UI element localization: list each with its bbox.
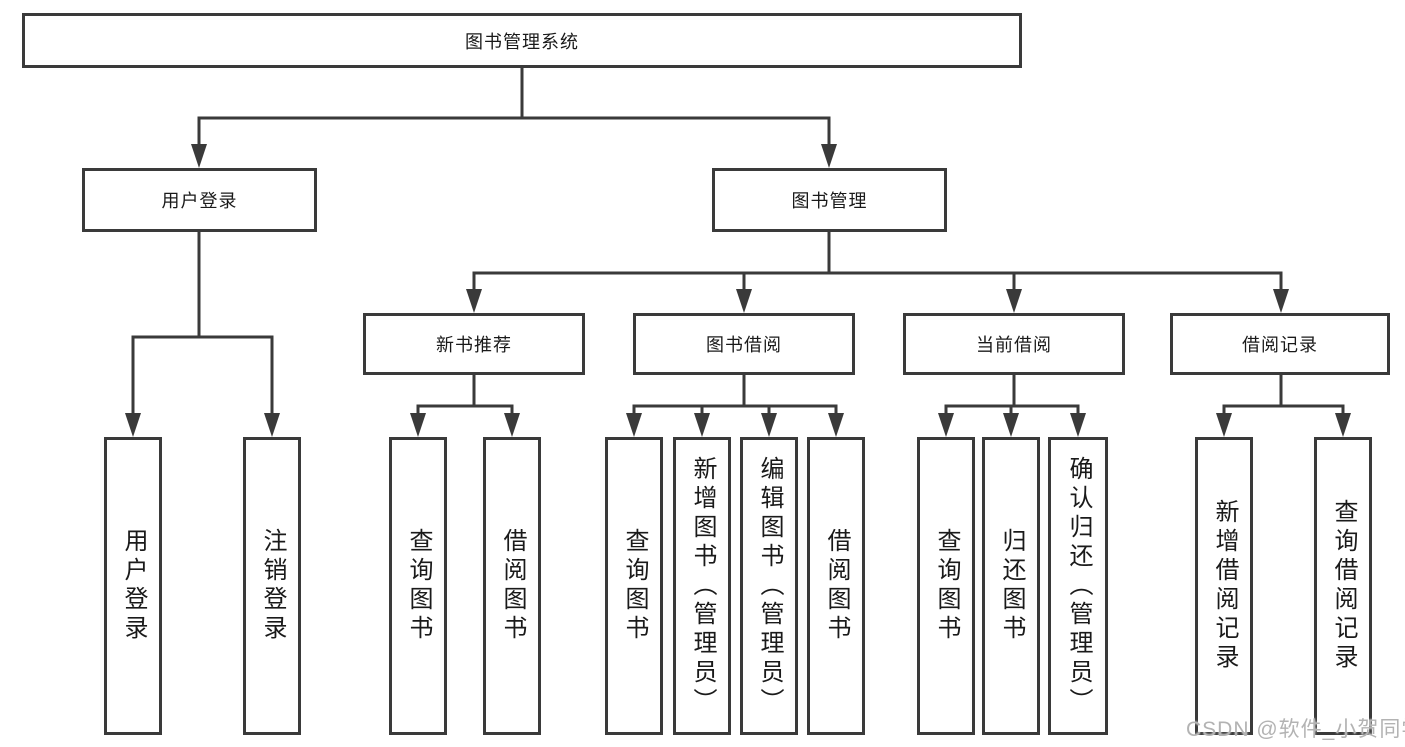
leaf-confirm-return-admin: 确认归还（管理员）: [1048, 437, 1108, 735]
leaf-user-login-label: 用户登录: [120, 528, 147, 644]
leaf-add-book-admin-label: 新增图书（管理员）: [689, 455, 716, 717]
leaf-query-books-borrow-label: 查询图书: [621, 528, 648, 644]
leaf-query-borrow-record-label: 查询借阅记录: [1330, 499, 1357, 673]
node-current-borrow: 当前借阅: [903, 313, 1125, 375]
node-library-system-label: 图书管理系统: [465, 31, 579, 52]
leaf-borrow-books-recommend: 借阅图书: [483, 437, 541, 735]
leaf-logout-label: 注销登录: [259, 528, 286, 644]
leaf-add-borrow-record: 新增借阅记录: [1195, 437, 1253, 735]
csdn-watermark: CSDN @软件_小贺同学: [1186, 718, 1405, 741]
leaf-borrow-books-label: 借阅图书: [823, 528, 850, 644]
arrowheads: [125, 144, 1351, 437]
leaf-query-books-borrow: 查询图书: [605, 437, 663, 735]
leaf-query-books-recommend: 查询图书: [389, 437, 447, 735]
leaf-query-books-recommend-label: 查询图书: [405, 528, 432, 644]
node-book-borrow: 图书借阅: [633, 313, 855, 375]
node-new-book-recommend-label: 新书推荐: [436, 335, 512, 355]
node-book-borrow-label: 图书借阅: [706, 335, 782, 355]
leaf-query-books-current: 查询图书: [917, 437, 975, 735]
node-user-login: 用户登录: [82, 168, 317, 232]
node-book-management-label: 图书管理: [791, 191, 868, 211]
node-book-management: 图书管理: [712, 168, 947, 232]
leaf-borrow-books: 借阅图书: [807, 437, 865, 735]
leaf-edit-book-admin-label: 编辑图书（管理员）: [756, 455, 783, 717]
leaf-edit-book-admin: 编辑图书（管理员）: [740, 437, 798, 735]
leaf-user-login: 用户登录: [104, 437, 162, 735]
leaf-confirm-return-admin-label: 确认归还（管理员）: [1065, 455, 1092, 717]
node-current-borrow-label: 当前借阅: [976, 335, 1052, 355]
leaf-borrow-books-recommend-label: 借阅图书: [499, 528, 526, 644]
node-new-book-recommend: 新书推荐: [363, 313, 585, 375]
leaf-add-borrow-record-label: 新增借阅记录: [1211, 499, 1238, 673]
node-borrow-records-label: 借阅记录: [1242, 335, 1318, 355]
node-user-login-label: 用户登录: [161, 191, 238, 211]
node-library-system: 图书管理系统: [22, 13, 1022, 68]
leaf-query-books-current-label: 查询图书: [933, 528, 960, 644]
leaf-return-book: 归还图书: [982, 437, 1040, 735]
leaf-return-book-label: 归还图书: [998, 528, 1025, 644]
leaf-logout: 注销登录: [243, 437, 301, 735]
leaf-add-book-admin: 新增图书（管理员）: [673, 437, 731, 735]
node-borrow-records: 借阅记录: [1170, 313, 1390, 375]
leaf-query-borrow-record: 查询借阅记录: [1314, 437, 1372, 735]
